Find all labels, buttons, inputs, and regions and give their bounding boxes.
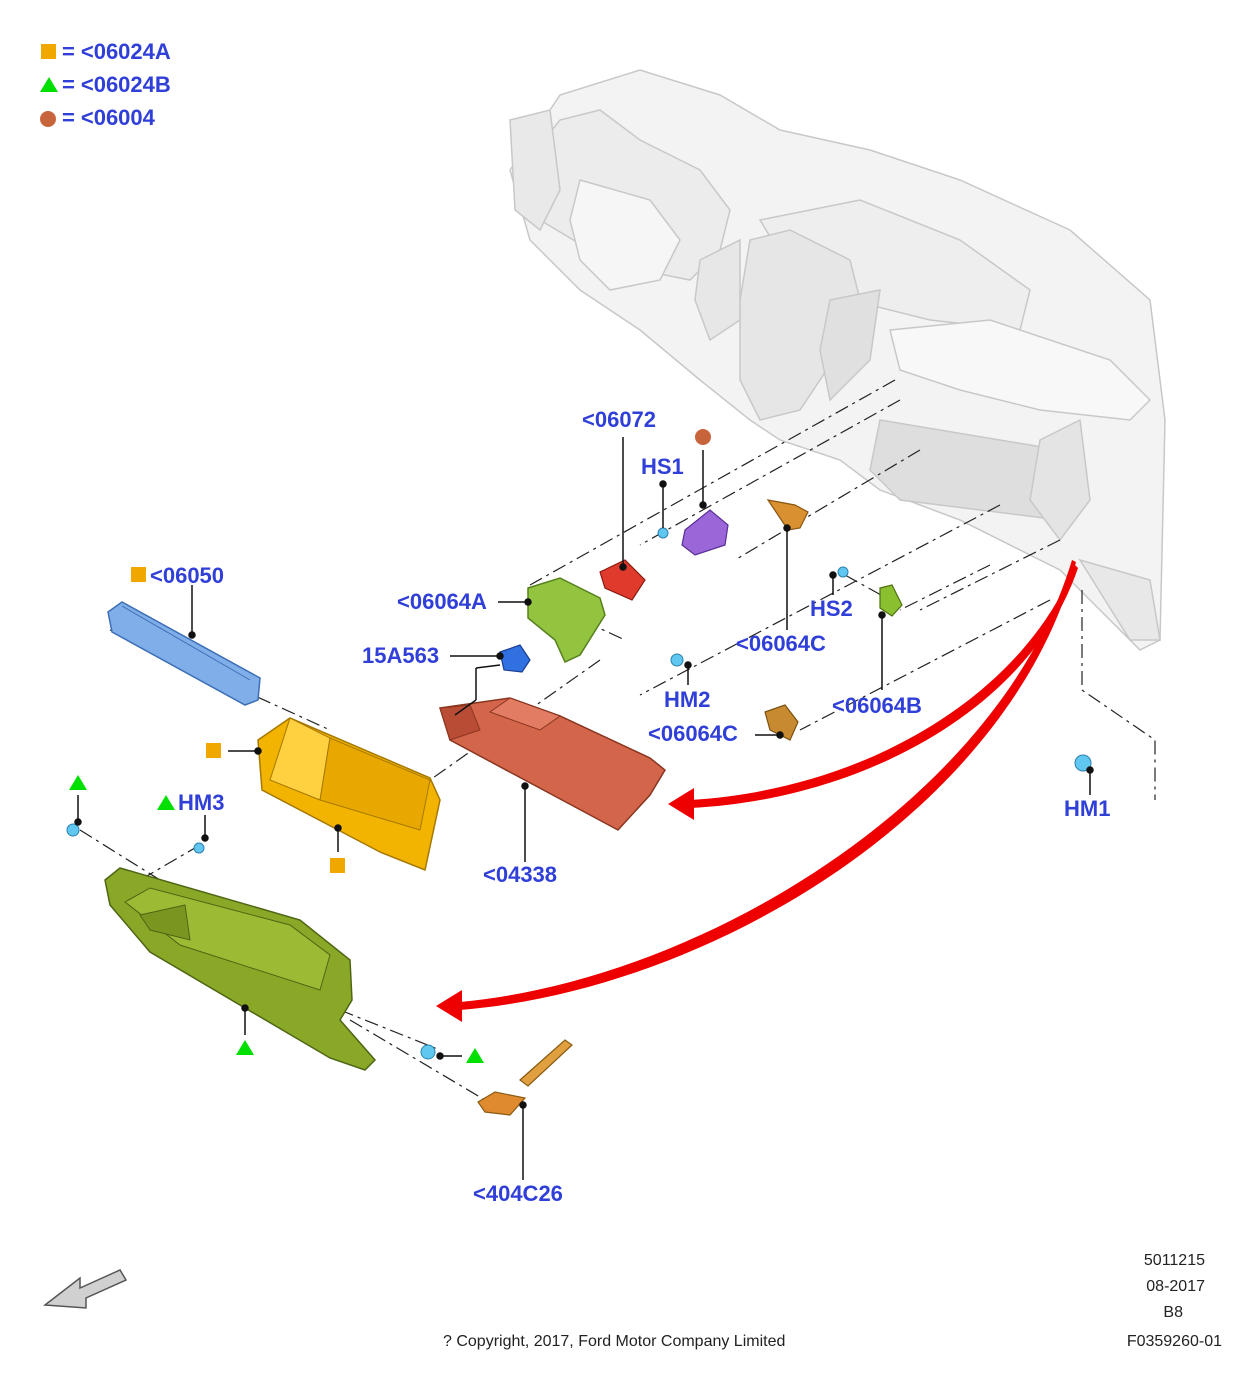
legend-label: <06024B — [80, 72, 171, 97]
part-06072 — [599, 559, 646, 601]
figure-number: F0359260-01 — [1126, 1333, 1222, 1350]
callout-06064c-upper: <06064C — [736, 631, 826, 656]
legend-label: <06024A — [80, 39, 171, 64]
legend-equals: = — [62, 72, 75, 97]
red-arrows — [436, 560, 1078, 1022]
instrument-panel — [509, 69, 1166, 651]
part-06064c-lower — [764, 704, 799, 741]
callout-06050: <06050 — [150, 563, 225, 588]
legend-label: <06004 — [80, 105, 155, 130]
glovebox-door — [104, 867, 377, 1071]
legend-item-06004: = <06004 — [40, 105, 155, 131]
callout-404c26: <404C26 — [473, 1181, 563, 1206]
orientation-arrow-icon — [42, 1269, 128, 1309]
callout-06064c-lower: <06064C — [648, 721, 738, 746]
legend-equals: = — [62, 105, 75, 130]
callout-06072: <06072 — [582, 407, 657, 432]
callout-hs1: HS1 — [641, 454, 684, 479]
copyright-text: ? Copyright, 2017, Ford Motor Company Li… — [443, 1333, 786, 1350]
callout-15a563: 15A563 — [362, 643, 440, 668]
glovebox-liner-04338 — [439, 697, 666, 831]
callout-hs2: HS2 — [810, 596, 853, 621]
part-purple-latch — [681, 509, 729, 556]
part-06064a — [527, 577, 606, 663]
callout-hm3: HM3 — [178, 790, 225, 815]
callout-hm2: HM2 — [664, 687, 711, 712]
callout-markers — [69, 429, 711, 1063]
part-06064c-upper — [766, 499, 809, 531]
part-06064b — [879, 584, 903, 617]
part-404c26 — [477, 1039, 573, 1116]
doc-date: 08-2017 — [1146, 1278, 1205, 1295]
callout-04338: <04338 — [483, 862, 558, 887]
bracket-06050 — [107, 601, 261, 706]
legend-item-06024b: = <06024B — [40, 72, 171, 98]
doc-id: 5011215 — [1143, 1252, 1205, 1269]
callout-06064b: <06064B — [832, 693, 922, 718]
doc-code: B8 — [1163, 1304, 1183, 1321]
yellow-bin-part — [257, 717, 441, 872]
label-leaders — [74, 437, 1094, 1180]
callout-hm1: HM1 — [1064, 796, 1111, 821]
legend-item-06024a: = <06024A — [40, 39, 171, 65]
legend-equals: = — [62, 39, 75, 64]
callout-06064a: <06064A — [397, 589, 487, 614]
leader-lines — [79, 379, 1156, 1101]
part-15a563 — [499, 644, 531, 673]
legend-markers — [40, 44, 58, 127]
